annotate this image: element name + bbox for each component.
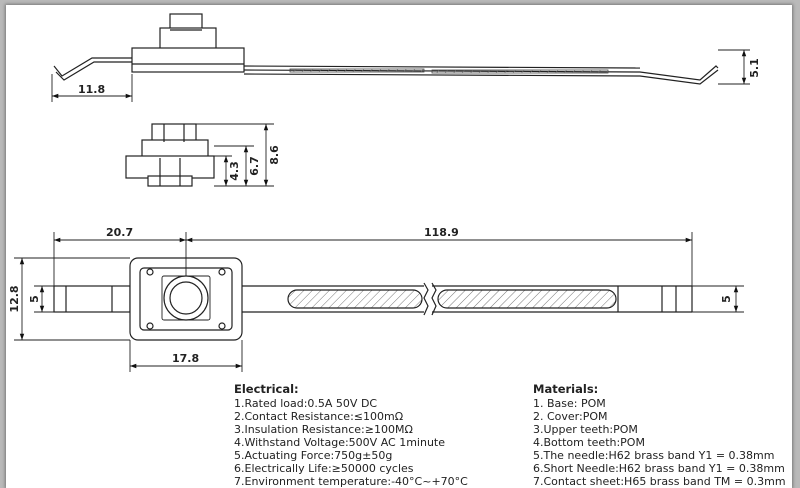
materials-line: 2. Cover:POM bbox=[533, 410, 608, 423]
dim-right-end bbox=[692, 285, 744, 313]
dim-label-right-length: 118.9 bbox=[424, 226, 459, 239]
materials-line: 3.Upper teeth:POM bbox=[533, 423, 638, 436]
electrical-specs: Electrical: 1.Rated load:0.5A 50V DC 2.C… bbox=[234, 383, 468, 488]
electrical-line: 1.Rated load:0.5A 50V DC bbox=[234, 397, 378, 410]
materials-line: 1. Base: POM bbox=[533, 397, 606, 410]
plan-view bbox=[53, 257, 693, 341]
dim-label-top-height: 5.1 bbox=[748, 58, 761, 78]
dim-label-base-width: 17.8 bbox=[172, 352, 199, 365]
top-side-view bbox=[53, 13, 719, 85]
materials-specs: Materials: 1. Base: POM 2. Cover:POM 3.U… bbox=[533, 383, 786, 488]
dim-top-height bbox=[718, 49, 750, 85]
dim-label-left-length: 20.7 bbox=[106, 226, 133, 239]
materials-line: 6.Short Needle:H62 brass band Y1 = 0.38m… bbox=[533, 462, 785, 475]
dim-base-width bbox=[129, 340, 243, 372]
dim-label-top-offset: 11.8 bbox=[78, 83, 105, 96]
dim-label-total: 8.6 bbox=[268, 145, 281, 165]
electrical-line: 5.Actuating Force:750g±50g bbox=[234, 449, 393, 462]
electrical-line: 7.Environment temperature:-40°C~+70°C bbox=[234, 475, 468, 488]
materials-heading: Materials: bbox=[533, 382, 599, 396]
dim-lengths bbox=[53, 232, 693, 286]
middle-side-view bbox=[125, 123, 215, 187]
electrical-line: 3.Insulation Resistance:≥100MΩ bbox=[234, 423, 413, 436]
electrical-heading: Electrical: bbox=[234, 382, 299, 396]
materials-line: 5.The needle:H62 brass band Y1 = 0.38mm bbox=[533, 449, 775, 462]
dim-top-offset bbox=[51, 74, 133, 102]
electrical-line: 2.Contact Resistance:≤100mΩ bbox=[234, 410, 404, 423]
dim-left-heights bbox=[14, 257, 130, 341]
dim-label-mid: 6.7 bbox=[248, 156, 261, 176]
drawing-frame: 11.8 5.1 4.3 6.7 8.6 bbox=[6, 5, 792, 488]
materials-line: 7.Contact sheet:H65 brass band TM = 0.3m… bbox=[533, 475, 786, 488]
materials-line: 4.Bottom teeth:POM bbox=[533, 436, 645, 449]
dim-label-right-end: 5 bbox=[720, 295, 733, 303]
dim-middle-heights bbox=[196, 123, 274, 187]
dim-label-inner: 4.3 bbox=[228, 161, 241, 181]
technical-drawing: 11.8 5.1 4.3 6.7 8.6 bbox=[8, 13, 761, 372]
electrical-line: 6.Electrically Life:≥50000 cycles bbox=[234, 462, 414, 475]
dim-label-left-inner: 5 bbox=[28, 295, 41, 303]
electrical-line: 4.Withstand Voltage:500V AC 1minute bbox=[234, 436, 445, 449]
dim-label-left-total: 12.8 bbox=[8, 285, 21, 312]
